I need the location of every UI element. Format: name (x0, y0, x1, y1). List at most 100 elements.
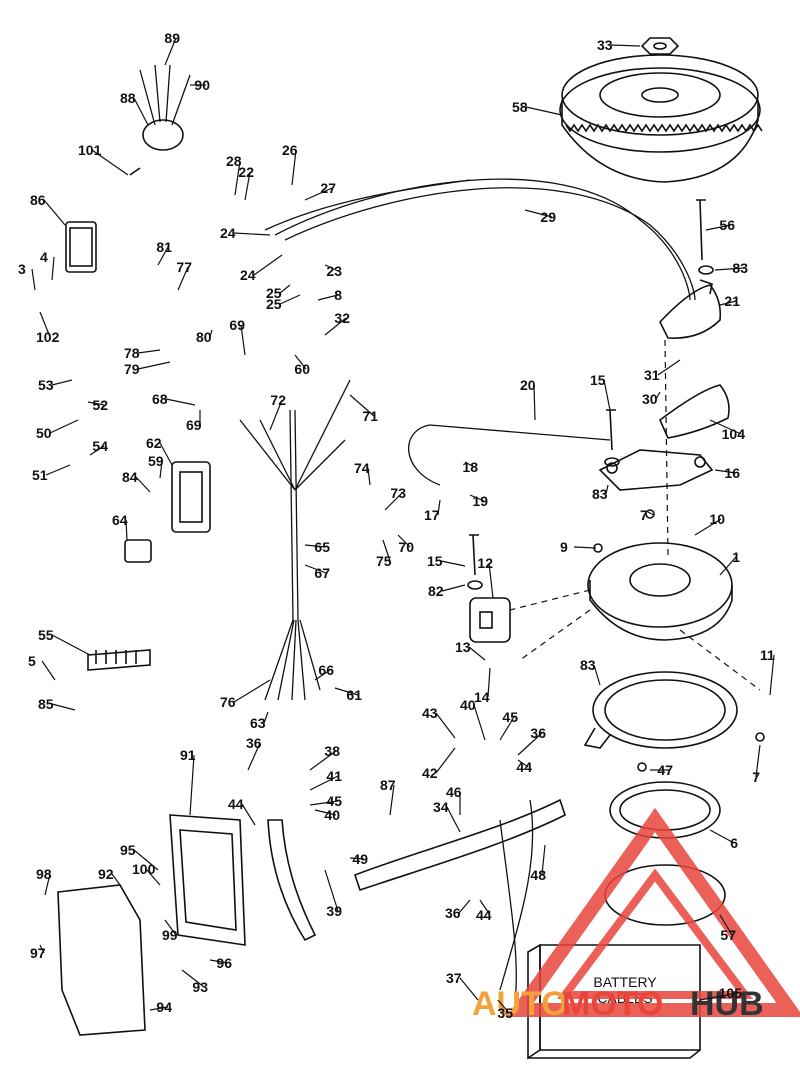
callout-number: 75 (376, 553, 392, 569)
callout-number: 18 (462, 459, 478, 475)
callout-leader (39, 944, 45, 954)
callout-leader (233, 232, 271, 236)
callout-number: 4 (40, 249, 48, 265)
callout-number: 94 (156, 999, 172, 1015)
callout-number: 51 (32, 467, 48, 483)
callout-leader (446, 806, 461, 833)
callout-leader (324, 869, 339, 912)
timer-base (598, 449, 714, 491)
callout-leader (314, 669, 331, 681)
callout-number: 54 (92, 438, 108, 454)
callout-leader (49, 419, 79, 434)
callout-leader (473, 704, 486, 741)
callout-leader (458, 899, 471, 914)
callout-leader (234, 160, 241, 196)
callout-leader (133, 97, 149, 126)
callout-number: 15 (427, 553, 443, 569)
callout-number: 69 (229, 317, 245, 333)
callout-leader (459, 977, 479, 1001)
callout-number: 63 (250, 715, 266, 731)
callout-leader (719, 914, 733, 936)
callout-leader (709, 419, 742, 435)
callout-number: 90 (194, 77, 210, 93)
callout-number: 91 (180, 747, 196, 763)
callout-number: 72 (270, 392, 286, 408)
callout-number: 16 (724, 465, 740, 481)
callout-leader (397, 534, 411, 548)
callout-number: 104 (722, 426, 746, 442)
callout-number: 98 (36, 866, 52, 882)
callout-leader (44, 873, 51, 896)
callout-leader (603, 379, 611, 411)
callout-number: 30 (642, 391, 658, 407)
callout-number: 69 (186, 417, 202, 433)
callout-leader (157, 246, 169, 266)
callout-number: 86 (30, 192, 46, 208)
callout-number: 40 (324, 807, 340, 823)
callout-leader (468, 646, 486, 661)
callout-number: 65 (314, 539, 330, 555)
callout-number: 6 (730, 835, 738, 851)
callout-leader (309, 750, 337, 771)
callout-leader (253, 254, 283, 276)
callout-number: 3 (18, 261, 26, 277)
callout-number: 88 (120, 90, 136, 106)
callout-number: 97 (30, 945, 46, 961)
callout-number: 19 (472, 493, 488, 509)
retainer-ring (583, 671, 738, 749)
callout-number: 101 (78, 142, 102, 158)
callout-number: 99 (162, 927, 178, 943)
callout-leader (181, 969, 205, 988)
callout-leader (714, 469, 737, 474)
callout-leader (384, 492, 403, 511)
harness-main (239, 379, 351, 701)
callout-number: 55 (38, 627, 54, 643)
callout-number: 89 (164, 30, 180, 46)
callout-leader (233, 679, 271, 703)
callout-leader (314, 809, 337, 816)
callout-leader (440, 560, 466, 567)
coil-plate (659, 384, 730, 439)
callout-number: 15 (590, 372, 606, 388)
callout-number: 102 (36, 329, 60, 345)
watermark-logo (506, 807, 800, 1017)
charge-coil (659, 279, 722, 339)
callout-number: 5 (28, 653, 36, 669)
callout-number: 60 (294, 361, 310, 377)
callout-number: 21 (724, 293, 740, 309)
callout-number: 76 (220, 694, 236, 710)
callout-number: 41 (326, 768, 342, 784)
relay (124, 539, 152, 563)
callout-number: 50 (36, 425, 52, 441)
callout-leader (647, 511, 655, 516)
callout-number: 84 (122, 469, 138, 485)
callout-leader (189, 754, 195, 816)
callout-number: 87 (380, 777, 396, 793)
callout-number: 44 (516, 759, 532, 775)
callout-number: 26 (282, 142, 298, 158)
callout-number: 77 (176, 259, 192, 275)
callout-leader (41, 660, 56, 681)
callout-leader (324, 264, 339, 272)
callout-leader (499, 716, 515, 741)
callout-leader (51, 256, 55, 281)
callout-number: 45 (502, 709, 518, 725)
callout-leader (719, 556, 737, 576)
callout-leader (705, 224, 732, 231)
flywheel (559, 54, 763, 183)
callout-number: 40 (460, 697, 476, 713)
callout-leader (244, 171, 251, 201)
callout-number: 100 (132, 861, 156, 877)
callout-number: 36 (445, 905, 461, 921)
callout-number: 37 (446, 970, 462, 986)
callout-leader (517, 759, 529, 768)
callout-number: 73 (390, 485, 406, 501)
callout-number: 48 (530, 867, 546, 883)
watermark-hub: HUB (690, 985, 764, 1023)
power-pack (65, 221, 97, 273)
callout-number: 58 (512, 99, 528, 115)
callout-leader (769, 654, 775, 696)
callout-leader (87, 401, 105, 406)
callout-number: 95 (120, 842, 136, 858)
callout-number: 1 (732, 549, 740, 565)
